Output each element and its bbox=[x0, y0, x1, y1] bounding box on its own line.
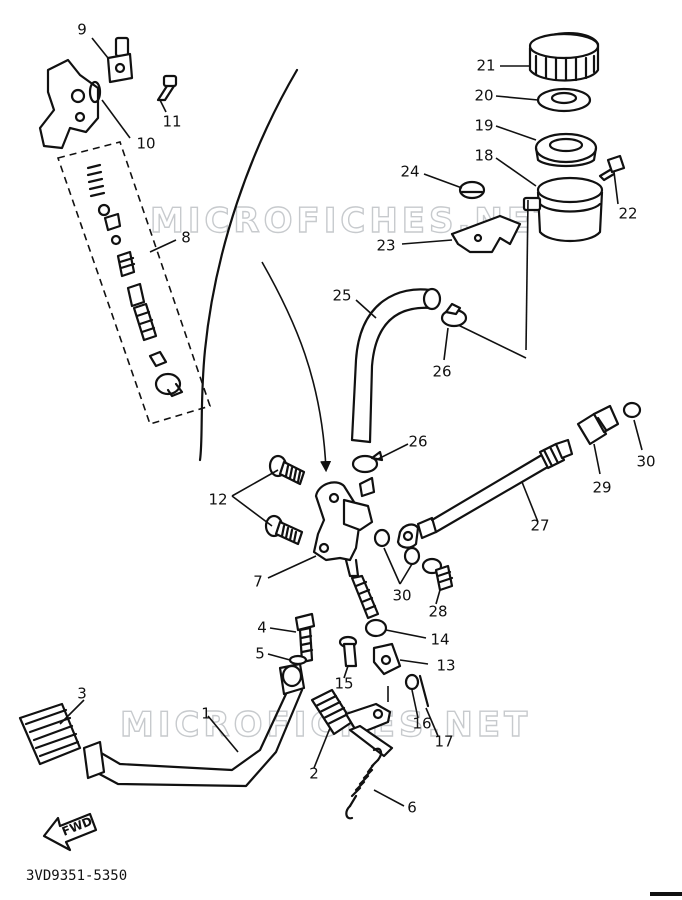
connection-arrow bbox=[261, 261, 332, 473]
callout-11: 11 bbox=[162, 113, 181, 131]
callout-1: 1 bbox=[201, 705, 211, 723]
callout-26-upper: 26 bbox=[432, 363, 451, 381]
mounting-bolt-lower bbox=[264, 514, 304, 546]
callout-23: 23 bbox=[376, 237, 395, 255]
reservoir-bracket bbox=[450, 214, 522, 254]
washer-right bbox=[622, 401, 642, 419]
return-spring bbox=[345, 747, 383, 820]
clevis-pin bbox=[338, 635, 358, 668]
hose-clamp-top bbox=[440, 302, 468, 328]
circlip bbox=[288, 654, 308, 666]
callout-7: 7 bbox=[253, 573, 263, 591]
master-cylinder-body bbox=[38, 58, 100, 150]
callout-25: 25 bbox=[332, 287, 351, 305]
washer-left-upper bbox=[373, 528, 391, 548]
diagram-code: 3VD9351-5350 bbox=[26, 868, 127, 884]
callout-17: 17 bbox=[434, 733, 453, 751]
callout-28: 28 bbox=[428, 603, 447, 621]
callout-30-left: 30 bbox=[392, 587, 411, 605]
banjo-bolt-28 bbox=[421, 557, 454, 592]
brake-shaft bbox=[310, 688, 394, 758]
union-bolt bbox=[576, 404, 620, 446]
callout-24: 24 bbox=[400, 163, 419, 181]
callout-3: 3 bbox=[77, 685, 87, 703]
master-cylinder bbox=[312, 476, 380, 620]
reservoir-hose bbox=[350, 287, 442, 444]
pivot-bolt bbox=[294, 612, 316, 664]
callouts: 1 2 3 4 5 6 7 8 9 10 11 12 13 14 15 16 1… bbox=[77, 21, 655, 817]
diaphragm bbox=[534, 132, 598, 168]
washer-left-lower bbox=[403, 546, 421, 566]
section-divider bbox=[198, 68, 299, 462]
callout-20: 20 bbox=[474, 87, 493, 105]
callout-29: 29 bbox=[592, 479, 611, 497]
callout-18: 18 bbox=[474, 147, 493, 165]
callout-4: 4 bbox=[257, 619, 267, 637]
leader-lines bbox=[59, 37, 643, 807]
clamp-link bbox=[451, 321, 527, 359]
reservoir-screw bbox=[598, 154, 626, 182]
hose-clamp-bottom bbox=[351, 450, 384, 474]
callout-2: 2 bbox=[309, 765, 319, 783]
corner-mark bbox=[650, 892, 682, 896]
callout-5: 5 bbox=[255, 645, 265, 663]
callout-12: 12 bbox=[208, 491, 227, 509]
reservoir-cap bbox=[528, 32, 600, 82]
mounting-bolt-upper bbox=[268, 454, 306, 486]
banjo-bolt bbox=[106, 36, 134, 84]
callout-26-lower: 26 bbox=[408, 433, 427, 451]
small-bolt bbox=[156, 74, 178, 102]
callout-13: 13 bbox=[436, 657, 455, 675]
callout-21: 21 bbox=[476, 57, 495, 75]
kit-outline bbox=[56, 141, 212, 425]
callout-8: 8 bbox=[181, 229, 191, 247]
o-ring bbox=[88, 80, 102, 104]
callout-16: 16 bbox=[412, 715, 431, 733]
forward-arrow: FWD bbox=[42, 812, 98, 852]
callout-10: 10 bbox=[136, 135, 155, 153]
callout-30-right: 30 bbox=[636, 453, 655, 471]
lock-nut bbox=[364, 618, 388, 638]
brake-hose bbox=[396, 438, 574, 549]
reservoir-link bbox=[525, 199, 529, 351]
piston-kit bbox=[86, 163, 184, 398]
callout-22: 22 bbox=[618, 205, 637, 223]
callout-27: 27 bbox=[530, 517, 549, 535]
reservoir-cap-bolt bbox=[458, 180, 486, 200]
callout-19: 19 bbox=[474, 117, 493, 135]
brake-pedal bbox=[82, 662, 306, 788]
callout-15: 15 bbox=[334, 675, 353, 693]
reservoir bbox=[522, 176, 604, 242]
callout-6: 6 bbox=[407, 799, 417, 817]
cotter-pin bbox=[418, 674, 430, 708]
cap-plate bbox=[536, 87, 592, 113]
callout-14: 14 bbox=[430, 631, 449, 649]
callout-9: 9 bbox=[77, 21, 87, 39]
washer-16 bbox=[404, 673, 420, 691]
clevis bbox=[372, 642, 402, 676]
